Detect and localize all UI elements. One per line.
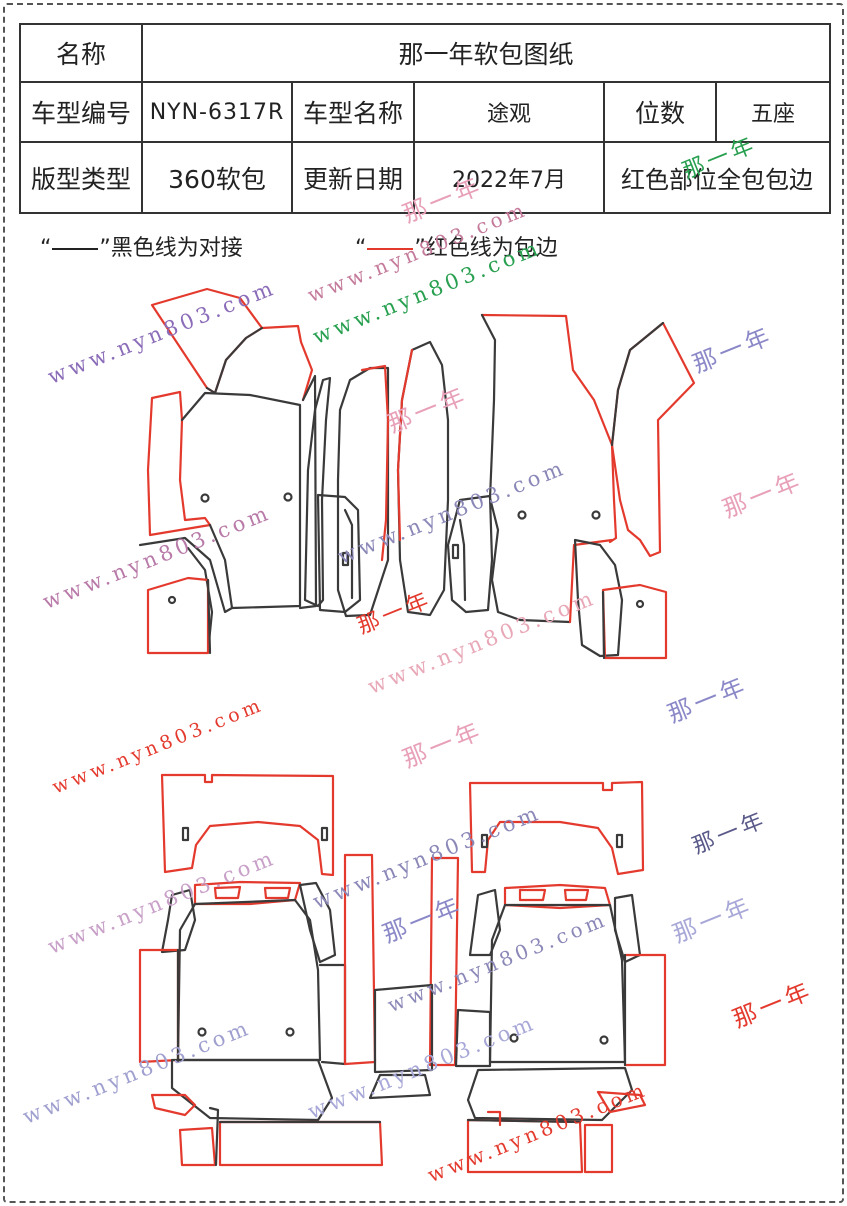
passenger-footwell-mat [480,313,696,660]
name-value: 那一年软包图纸 [140,23,832,83]
model-code-value: NYN-6317R [141,81,293,143]
rear-left-seat-mat [138,773,384,1167]
seats-label: 位数 [603,81,717,143]
pattern-type-label: 版型类型 [19,141,143,214]
model-name-value: 途观 [413,81,605,143]
center-tunnel-left [303,364,390,618]
model-code-label: 车型编号 [19,81,143,143]
legend-red: “”红色线为包边 [355,236,558,261]
model-name-label: 车型名称 [291,81,415,143]
update-date-value: 2022年7月 [413,141,605,214]
spec-table: 名称 那一年软包图纸 车型编号 NYN-6317R 车型名称 途观 位数 五座 … [19,23,832,214]
name-label: 名称 [19,23,143,83]
page-border [3,3,844,1203]
pattern-type-value: 360软包 [141,141,293,214]
red-line-sample [367,248,414,250]
rear-center-tunnel [343,853,460,1100]
black-line-sample [52,248,99,250]
coverage-note: 红色部位全包包边 [602,141,832,214]
driver-footwell-mat [138,287,318,655]
center-tunnel-right [396,340,494,617]
update-date-label: 更新日期 [291,141,415,214]
seats-value: 五座 [714,81,832,143]
legend-black: “”黑色线为对接 [40,236,243,261]
rear-right-seat-mat [454,780,667,1174]
